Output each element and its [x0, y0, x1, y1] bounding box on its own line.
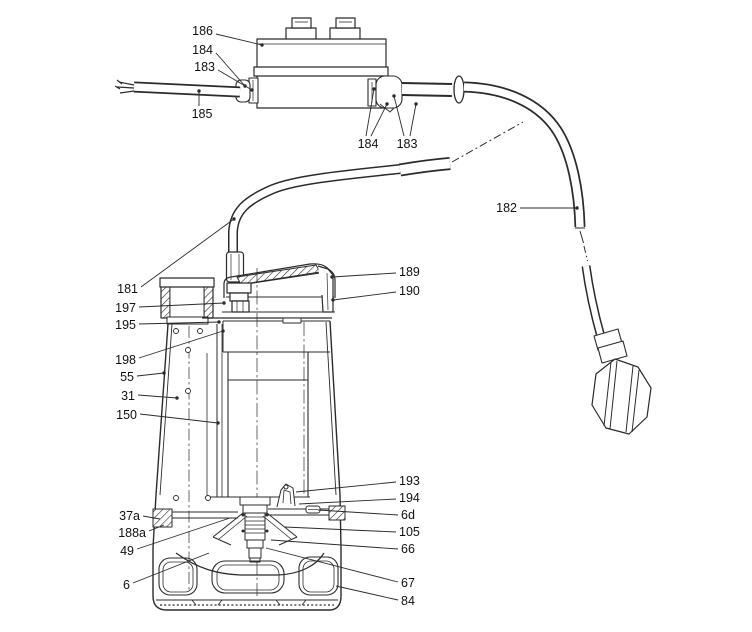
leader-line-105: [284, 526, 397, 533]
part-label-195: 195: [115, 318, 136, 332]
leader-dot-55: [162, 371, 166, 375]
part-label-84: 84: [401, 594, 415, 608]
junction-box-band: [253, 66, 389, 77]
leader-dot-150: [216, 421, 220, 425]
leader-dot-185: [197, 89, 201, 93]
part-label-184-top: 184: [192, 43, 213, 57]
diffuser-cone: [212, 512, 298, 546]
leader-line-186: [215, 33, 263, 46]
part-label-150: 150: [116, 408, 137, 422]
leader-line-195: [138, 321, 220, 325]
leader-line-84: [335, 585, 399, 601]
leader-line-193: [295, 481, 397, 493]
part-label-31: 31: [121, 389, 135, 403]
cable-grommet-ring: [453, 75, 465, 104]
leader-dot-190: [331, 298, 335, 302]
part-label-55: 55: [120, 370, 134, 384]
strainer-base: [152, 548, 342, 611]
power-cable: [114, 79, 241, 98]
float-body: [591, 358, 652, 435]
leader-line-49: [136, 517, 231, 550]
volute-bottom-curve: [175, 552, 325, 576]
part-label-6d: 6d: [401, 508, 415, 522]
float-switch: [581, 265, 652, 435]
leader-line-190: [332, 291, 397, 301]
labels-layer: 186 184 183 185 184 183 182 181 197 195 198 55 31 150…: [115, 24, 579, 608]
top-plate-tab: [282, 317, 302, 324]
leader-dot-198: [221, 329, 225, 333]
part-label-6: 6: [123, 578, 130, 592]
part-label-186: 186: [192, 24, 213, 38]
cable-clamp-stack: [226, 282, 252, 313]
part-label-49: 49: [120, 544, 134, 558]
pump-cable: [225, 121, 524, 283]
leader-line-197: [138, 302, 225, 308]
part-label-188a: 188a: [118, 526, 146, 540]
leader-line-188a: [148, 524, 165, 532]
shaft-seal-hub: [239, 496, 271, 563]
leader-line-194: [298, 498, 397, 505]
part-label-198: 198: [115, 353, 136, 367]
leader-dot-183-bottom: [414, 102, 418, 106]
pump-handle-cover: [223, 263, 336, 313]
leader-dot-183-bottom: [392, 94, 396, 98]
volute-assembly: [152, 483, 346, 563]
part-label-105: 105: [399, 525, 420, 539]
part-label-183-top: 183: [194, 60, 215, 74]
leader-line-183-top: [217, 69, 253, 91]
leader-line-184-bottom: [370, 103, 388, 137]
leader-line-6: [132, 552, 210, 584]
part-label-184-bottom: 184: [358, 137, 379, 151]
handle-right-bracket: [317, 265, 334, 313]
leader-line-6d: [317, 509, 399, 516]
leader-line-67: [265, 547, 399, 583]
part-label-193: 193: [399, 474, 420, 488]
leader-dot-184-bottom: [372, 87, 376, 91]
part-label-181: 181: [117, 282, 138, 296]
part-label-189: 189: [399, 265, 420, 279]
float-body-ribs: [603, 360, 640, 433]
leader-line-189: [331, 272, 397, 278]
leader-dot-31: [175, 396, 179, 400]
leader-dot-186: [260, 43, 264, 47]
part-label-197: 197: [115, 301, 136, 315]
clamp-right: [328, 505, 346, 521]
leader-dot-184-bottom: [385, 102, 389, 106]
leader-line-31: [137, 394, 178, 399]
leader-line-198: [138, 330, 224, 359]
leader-dot-189: [330, 275, 334, 279]
screw-holes: [173, 328, 211, 501]
leader-line-37a: [142, 515, 161, 520]
junction-box-connector-right: [329, 17, 361, 41]
part-label-66: 66: [401, 542, 415, 556]
part-label-185: 185: [192, 107, 213, 121]
part-label-183-bottom: 183: [397, 137, 418, 151]
part-label-190: 190: [399, 284, 420, 298]
part-label-37a: 37a: [119, 509, 140, 523]
float-cable: [401, 75, 588, 262]
leader-line-150: [139, 413, 219, 424]
leader-line-181: [140, 218, 235, 288]
part-label-182: 182: [496, 201, 517, 215]
leader-line-183-bottom: [393, 95, 405, 137]
leader-dot-195: [217, 320, 221, 324]
discharge-pipe: [159, 277, 215, 325]
strainer-openings: [158, 556, 339, 596]
leader-dot-183-top: [250, 88, 254, 92]
leader-line-184-top: [215, 52, 246, 87]
part-label-67: 67: [401, 576, 415, 590]
leader-dot-181: [232, 217, 236, 221]
leader-line-184-bottom: [365, 88, 375, 137]
stripped-wire-ends: [114, 79, 135, 94]
leader-dot-197: [222, 301, 226, 305]
junction-box-connector-left: [285, 17, 317, 41]
junction-box: [253, 17, 389, 109]
part-label-194: 194: [399, 491, 420, 505]
leader-line-66: [270, 539, 399, 550]
leader-line-55: [136, 372, 165, 377]
leader-dot-182: [575, 206, 579, 210]
sensor-bracket: [276, 483, 296, 508]
leader-line-183-bottom: [409, 103, 417, 137]
